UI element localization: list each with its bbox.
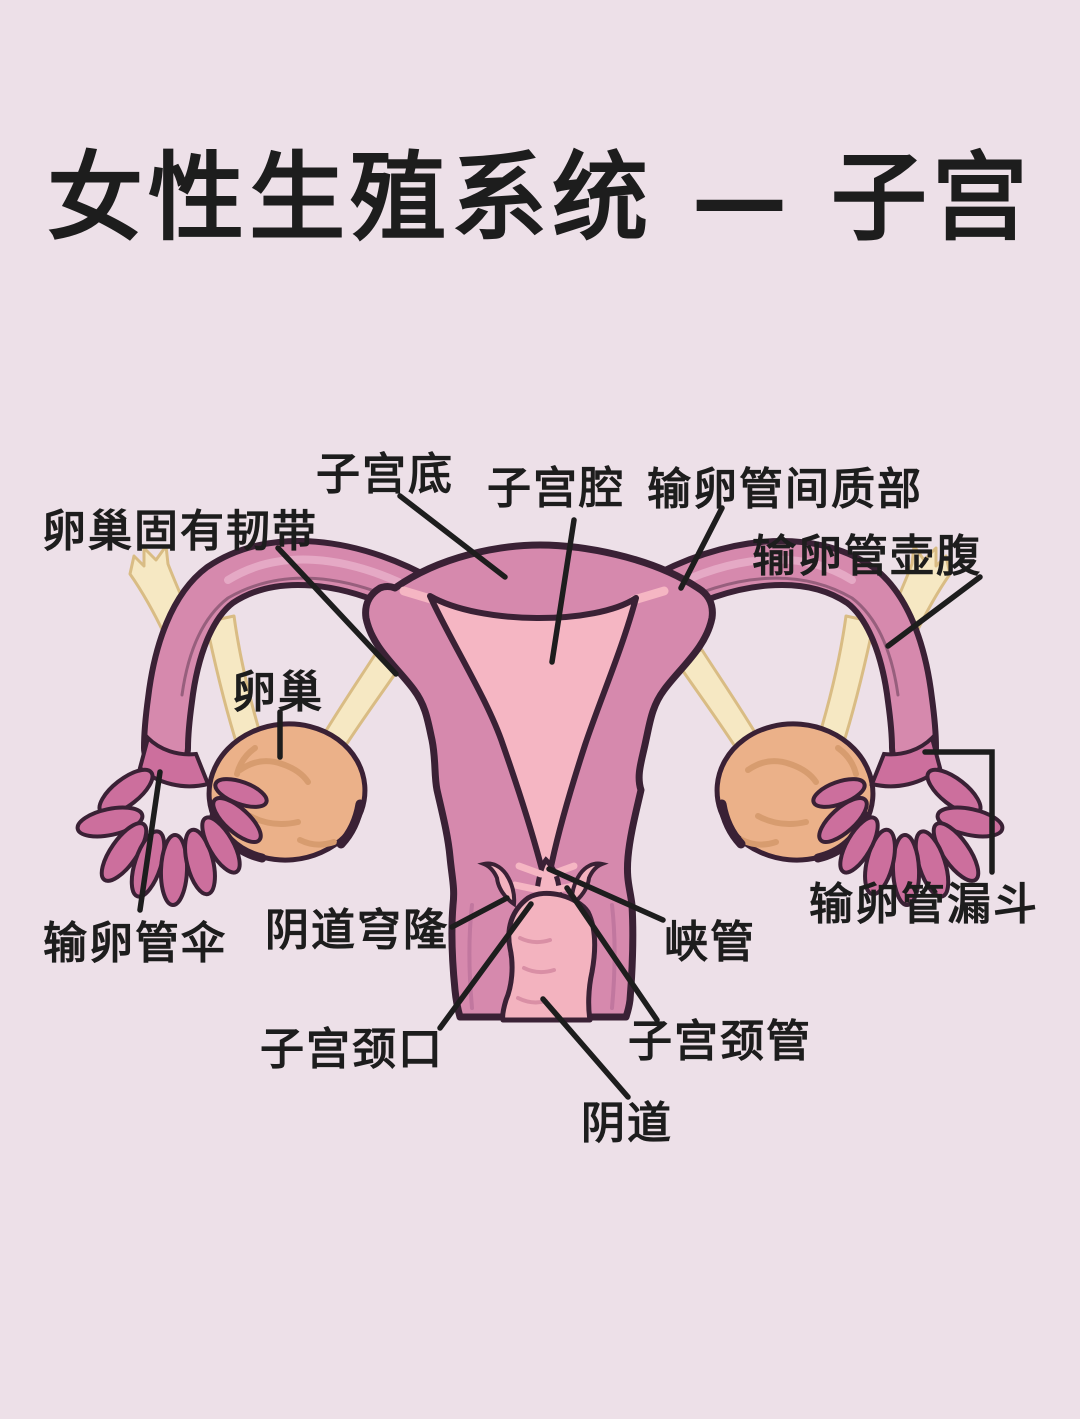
fallopian-tubes xyxy=(141,538,939,773)
label-ampulla: 输卵管壶腹 xyxy=(752,531,982,582)
label-vagina: 阴道 xyxy=(581,1098,673,1149)
cornual-channel-right xyxy=(629,586,669,605)
label-infundibulum: 输卵管漏斗 xyxy=(809,879,1039,930)
leader-fundus xyxy=(397,493,508,580)
leader-fornix xyxy=(449,895,510,930)
fallopian-tube-right-highlight xyxy=(661,555,856,594)
label-interstitial: 输卵管间质部 xyxy=(647,464,923,515)
fallopian-tube-left-crease xyxy=(180,576,420,697)
fallopian-tube-right-fill xyxy=(636,544,933,767)
fallopian-tube-left-fill xyxy=(147,544,444,767)
fallopian-tube-right-crease xyxy=(660,576,900,697)
ovary-right-texture xyxy=(739,745,859,848)
label-ovarian-ligament: 卵巢固有韧带 xyxy=(42,506,318,557)
fimbriae-right-group xyxy=(811,734,1005,907)
label-fimbriae: 输卵管伞 xyxy=(43,918,227,969)
label-uterine-cavity: 子宫腔 xyxy=(487,463,625,514)
leader-cervical-canal xyxy=(564,885,660,1023)
leader-cavity xyxy=(549,517,577,665)
leader-ovarian-ligament xyxy=(275,545,399,677)
leader-lines xyxy=(137,493,995,1100)
vaginal-fornix-left xyxy=(477,861,517,908)
label-vaginal-fornix: 阴道穹隆 xyxy=(265,905,449,956)
leader-interstitial xyxy=(678,505,725,591)
leader-vagina xyxy=(540,996,631,1100)
page-title: 女性生殖系统 — 子宫 xyxy=(47,141,1033,254)
leader-isthmus xyxy=(546,866,666,923)
label-ovary: 卵巢 xyxy=(232,667,324,718)
vaginal-lumen-shape xyxy=(500,890,598,1023)
leader-ampulla xyxy=(885,574,983,649)
label-cervical-canal: 子宫颈管 xyxy=(628,1016,812,1067)
label-fundus: 子宫底 xyxy=(316,449,454,500)
fallopian-tube-left-highlight xyxy=(224,555,419,594)
fimbriae-left-group xyxy=(75,734,269,907)
leader-infundibulum xyxy=(922,749,995,875)
leader-fimbriae xyxy=(137,769,163,913)
label-isthmus: 峡管 xyxy=(664,917,756,968)
leader-external-os xyxy=(437,901,534,1031)
label-external-os: 子宫颈口 xyxy=(260,1024,444,1075)
